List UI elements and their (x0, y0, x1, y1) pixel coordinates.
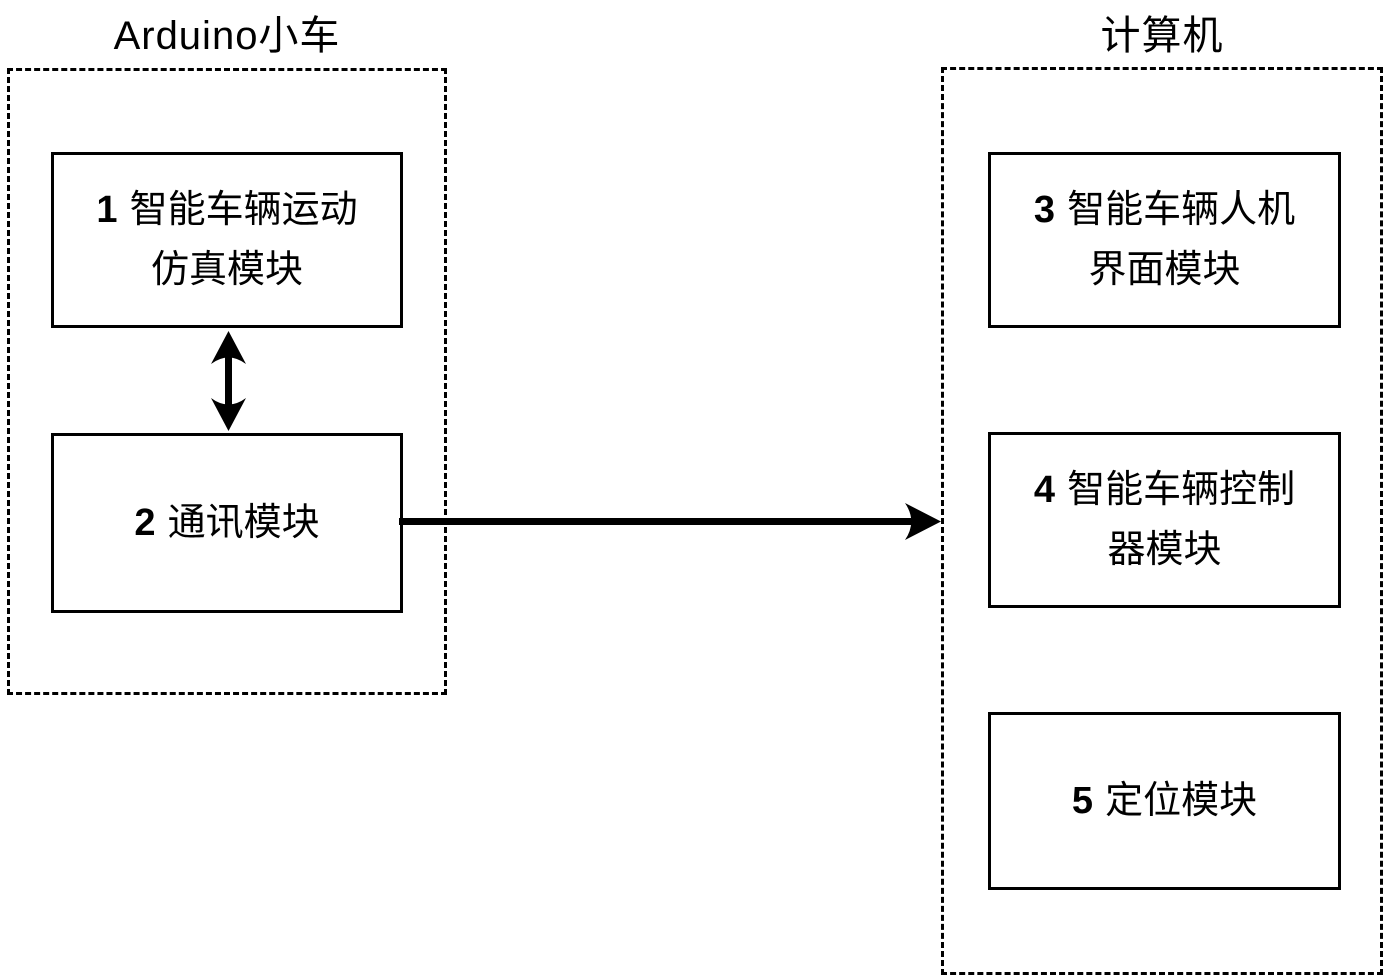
module-4-label-line1: 4 智能车辆控制 (1034, 460, 1295, 520)
module-5-number: 5 (1071, 780, 1094, 822)
module-4-number: 4 (1033, 469, 1056, 511)
module-3-label-line2: 界面模块 (1088, 249, 1241, 291)
module-box-1-vehicle-motion-simulation: 1 智能车辆运动 仿真模块 (51, 152, 403, 328)
module-4-text: 智能车辆控制 (1067, 469, 1296, 511)
module-3-text: 智能车辆人机 (1067, 189, 1296, 231)
module-5-text: 定位模块 (1105, 780, 1258, 822)
module-4-label-line2: 器模块 (1107, 529, 1222, 571)
module-box-2-communication: 2 通讯模块 (51, 433, 403, 613)
module-1-label-line2: 仿真模块 (150, 249, 303, 291)
module-2-label-line1: 2 通讯模块 (134, 493, 319, 553)
module-box-3-hmi: 3 智能车辆人机 界面模块 (988, 152, 1341, 328)
module-3-number: 3 (1033, 189, 1056, 231)
module-2-number: 2 (134, 502, 156, 544)
module-3-label-line1: 3 智能车辆人机 (1034, 180, 1295, 240)
arrow-box2-computer (399, 503, 941, 540)
module-1-number: 1 (96, 189, 118, 231)
computer-group-container: 3 智能车辆人机 界面模块 4 智能车辆控制 器模块 5 定位模块 (941, 67, 1383, 975)
computer-group-title: 计算机 (1100, 14, 1224, 58)
module-5-label-line1: 5 定位模块 (1072, 771, 1257, 831)
arduino-group-container: 1 智能车辆运动 仿真模块 2 通讯模块 (7, 68, 447, 695)
module-1-text: 智能车辆运动 (129, 189, 358, 231)
arduino-group-title: Arduino小车 (113, 14, 341, 58)
module-box-4-controller: 4 智能车辆控制 器模块 (988, 432, 1341, 608)
module-1-label-line1: 1 智能车辆运动 (96, 180, 357, 240)
module-box-5-positioning: 5 定位模块 (988, 712, 1341, 890)
module-2-text: 通讯模块 (167, 502, 320, 544)
